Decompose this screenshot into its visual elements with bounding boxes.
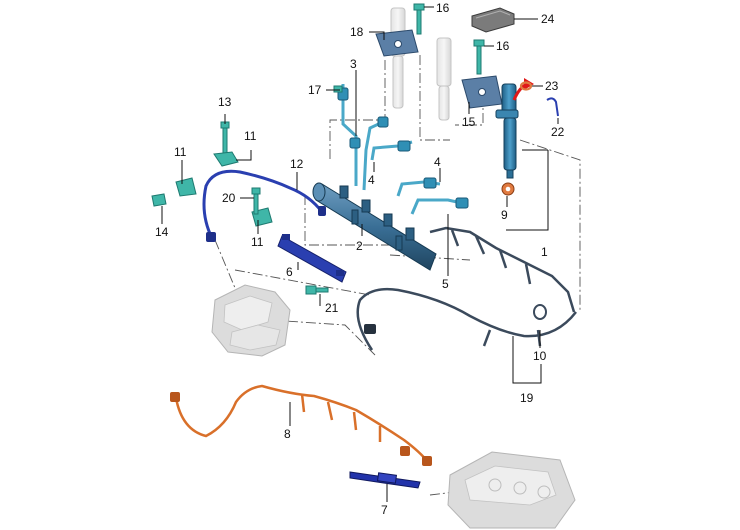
callout-5: 5 xyxy=(442,277,449,291)
callout-20: 20 xyxy=(222,191,236,205)
fuel-line-segment-2 xyxy=(396,177,441,197)
callout-10: 10 xyxy=(533,349,547,363)
high-pressure-fuel-line xyxy=(337,84,389,191)
callout-14: 14 xyxy=(155,225,169,239)
stud-bolt xyxy=(305,285,329,295)
callout-leaders xyxy=(161,6,559,502)
fuel-line-segment-3 xyxy=(410,197,469,215)
harness-clip xyxy=(533,304,547,320)
bracket-clip-2 xyxy=(175,177,197,197)
callout-7: 7 xyxy=(381,503,388,517)
callout-labels: 1 2 3 4 4 5 6 7 8 9 10 11 11 11 12 13 14… xyxy=(155,1,565,517)
callout-9: 9 xyxy=(501,208,508,222)
callout-8: 8 xyxy=(284,427,291,441)
mounting-bolt xyxy=(333,85,343,93)
callout-19: 19 xyxy=(520,391,534,405)
clamp-bracket xyxy=(375,29,419,57)
glow-plug-harness xyxy=(170,384,432,466)
o-ring-seal xyxy=(519,81,533,91)
fuel-rail xyxy=(312,182,437,271)
callout-4-upper: 4 xyxy=(368,173,375,187)
callout-16-b: 16 xyxy=(496,39,510,53)
callout-24: 24 xyxy=(541,12,555,26)
callout-11-c: 11 xyxy=(251,235,264,249)
callout-4-lower: 4 xyxy=(434,155,441,169)
screw xyxy=(151,193,167,207)
bracket-bolt-2 xyxy=(473,39,485,75)
callout-12: 12 xyxy=(290,157,304,171)
callout-17: 17 xyxy=(308,83,322,97)
callout-23: 23 xyxy=(545,79,559,93)
callout-11-a: 11 xyxy=(244,129,257,143)
callout-2: 2 xyxy=(356,239,363,253)
clamp-bracket-2 xyxy=(461,75,503,109)
phantom-lines xyxy=(214,55,581,496)
callout-16-a: 16 xyxy=(436,1,450,15)
fuel-injector xyxy=(495,83,519,179)
callout-3: 3 xyxy=(350,57,357,71)
leak-off-clip xyxy=(546,97,559,117)
copper-seal-washer xyxy=(501,182,515,196)
rail-bracket xyxy=(277,234,347,283)
engine-block-ghost xyxy=(211,284,291,357)
callout-22: 22 xyxy=(551,125,565,139)
fuel-return-line xyxy=(202,169,326,242)
callout-18: 18 xyxy=(350,25,364,39)
injector-harness xyxy=(429,226,576,313)
bracket-clip xyxy=(213,151,239,167)
cylinder-head-ghost xyxy=(447,451,576,529)
callout-15: 15 xyxy=(462,115,476,129)
engine-wiring-harness xyxy=(356,287,577,351)
bracket-bolt xyxy=(413,3,425,35)
fuel-line-segment xyxy=(370,140,413,161)
callout-1: 1 xyxy=(541,245,548,259)
callout-21: 21 xyxy=(325,301,339,315)
bolt-2 xyxy=(251,187,261,215)
callout-6: 6 xyxy=(286,265,293,279)
callout-13: 13 xyxy=(218,95,232,109)
glow-plug xyxy=(349,471,421,489)
cover-plate xyxy=(471,7,515,33)
callout-11-b: 11 xyxy=(174,145,187,159)
bolt xyxy=(220,121,230,155)
